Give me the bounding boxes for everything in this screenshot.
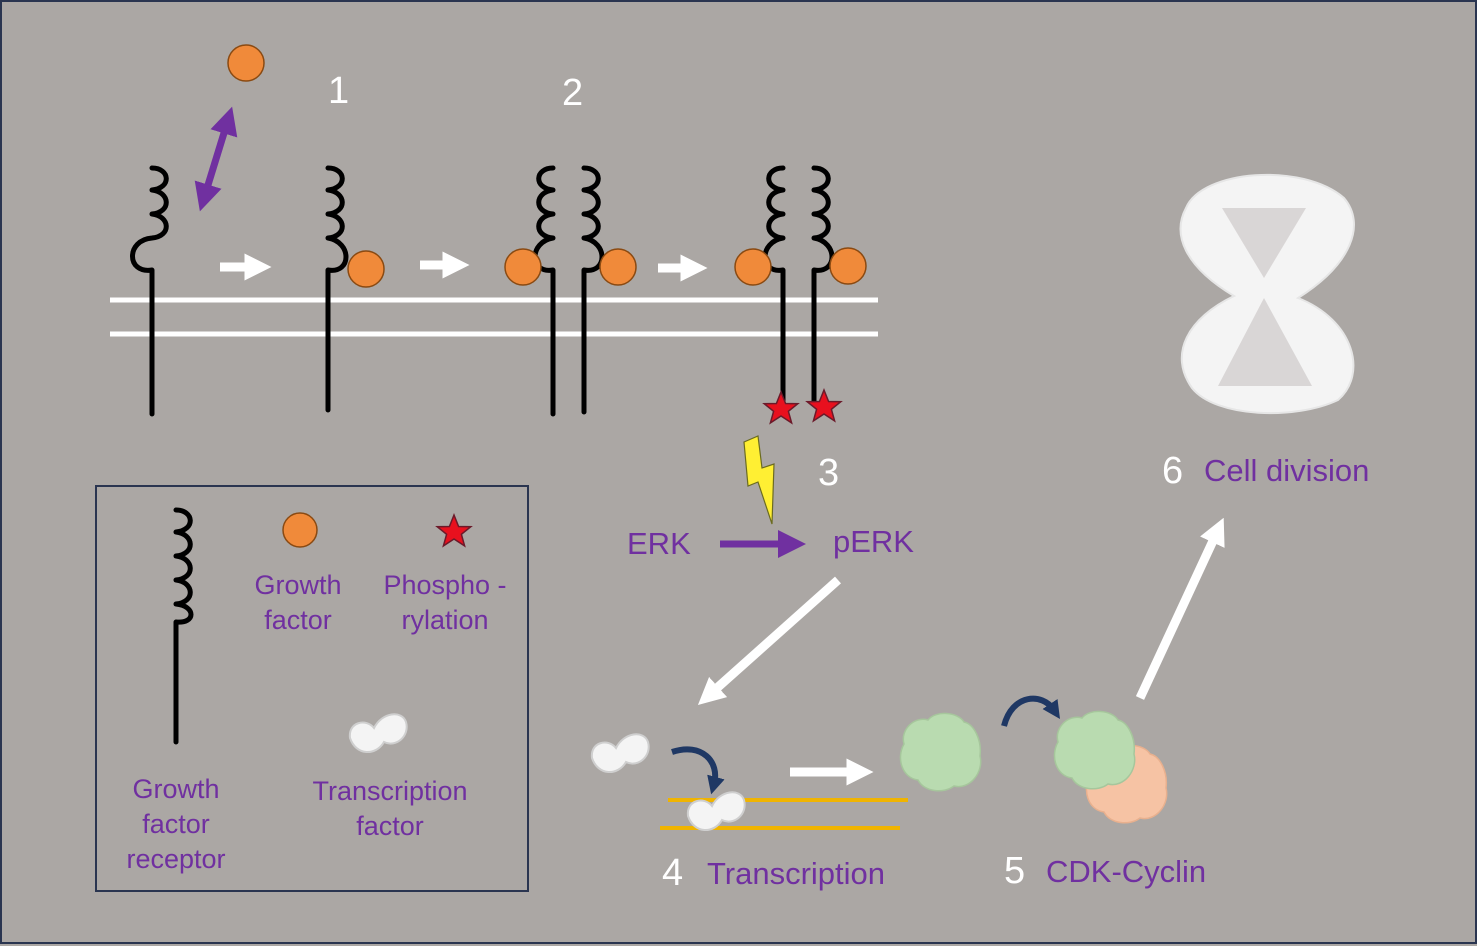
curved-arrow: [1001, 695, 1061, 727]
lightning-icon: [743, 435, 775, 525]
step-number-4: 4: [662, 852, 684, 894]
step-number-5: 5: [1004, 850, 1026, 892]
phosphorylation-star-icon: [763, 391, 799, 424]
erk-label: ERK: [627, 526, 691, 561]
receptor-icon: [130, 165, 169, 417]
receptor-icon: [762, 165, 786, 405]
growth-factor-icon: [227, 44, 265, 82]
legend-phosphorylation-label: Phospho -rylation: [383, 570, 507, 635]
binding-double-arrow: [194, 106, 238, 212]
cdk-cyclin-label: CDK-Cyclin: [1046, 854, 1207, 889]
cdk-to-division-arrow: [1135, 517, 1225, 700]
step-number-3: 3: [818, 452, 840, 494]
growth-factor-icon: [504, 248, 542, 286]
step-number-2: 2: [562, 72, 584, 114]
receptor-icon: [581, 165, 605, 415]
curved-arrow: [671, 746, 725, 795]
cell-division-label: Cell division: [1204, 453, 1370, 488]
dividing-cell-icon: [1179, 173, 1355, 415]
growth-factor-icon: [599, 248, 637, 286]
perk-to-transcription-arrow: [697, 576, 841, 705]
cdk-icon: [899, 712, 982, 792]
transcription-factor-icon: [590, 733, 650, 774]
growth-factor-icon: [347, 250, 385, 288]
legend-growth-factor-label: Growth factor: [254, 570, 342, 635]
step-number-1: 1: [328, 70, 350, 112]
legend-box: [95, 485, 529, 892]
cdk-icon: [1053, 710, 1136, 790]
growth-factor-icon: [734, 248, 772, 286]
receptor-icon: [811, 165, 835, 405]
legend-transcription-factor-label: Transcription factor: [312, 776, 468, 841]
legend-receptor-label: Growth factor receptor: [126, 774, 226, 874]
growth-factor-icon: [282, 512, 318, 548]
receptor-icon: [325, 165, 349, 413]
transcription-label: Transcription: [707, 856, 886, 891]
step-number-6: 6: [1162, 450, 1184, 492]
receptor-icon: [173, 507, 194, 745]
receptor-icon: [532, 165, 556, 417]
growth-factor-icon: [829, 247, 867, 285]
perk-label: pERK: [833, 524, 914, 559]
transcription-factor-icon: [686, 791, 746, 832]
